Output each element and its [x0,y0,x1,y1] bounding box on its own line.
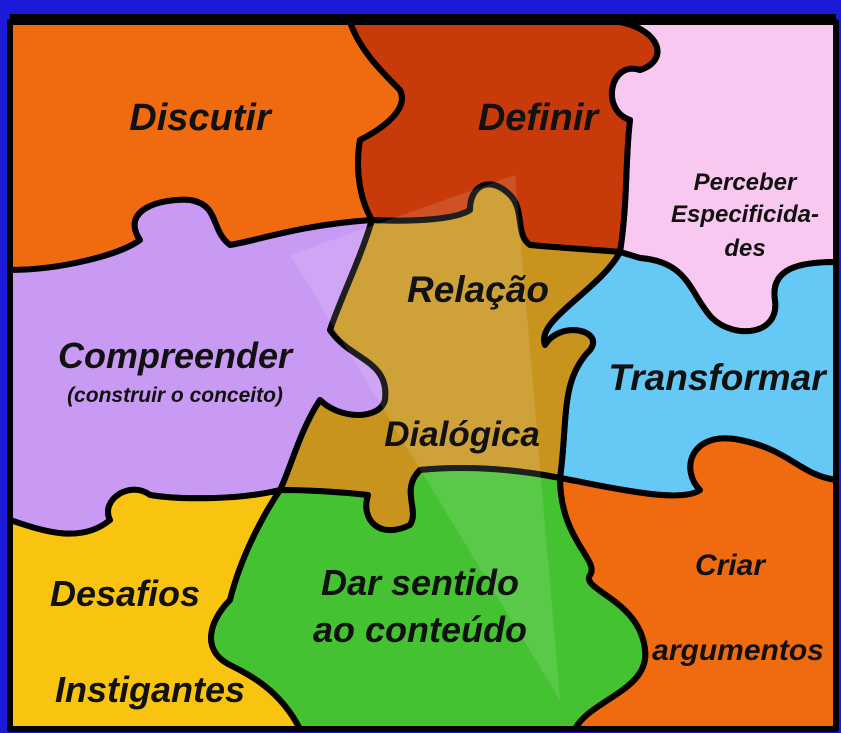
label-dar-sentido-line2: ao conteúdo [313,609,527,650]
light-triangle-overlay [290,175,560,700]
label-perceber-line2: Especificida- [671,201,819,228]
label-compreender: Compreender [58,335,294,376]
label-desafios-line2: Instigantes [55,669,245,710]
label-desafios-line1: Desafios [50,573,200,614]
label-dar-sentido-line1: Dar sentido [321,562,519,603]
label-discutir: Discutir [129,97,273,139]
label-perceber-line3: des [724,235,765,262]
label-definir: Definir [478,97,601,139]
label-criar-line1: Criar [695,549,767,582]
label-dialogica: Dialógica [384,415,540,454]
piece-dar-sentido [208,465,649,732]
label-transformar: Transformar [608,357,828,398]
label-compreender-sub: (construir o conceito) [67,384,283,407]
label-criar-line2: argumentos [652,634,824,667]
label-relacao: Relação [407,269,549,310]
label-perceber-line1: Perceber [694,169,798,196]
